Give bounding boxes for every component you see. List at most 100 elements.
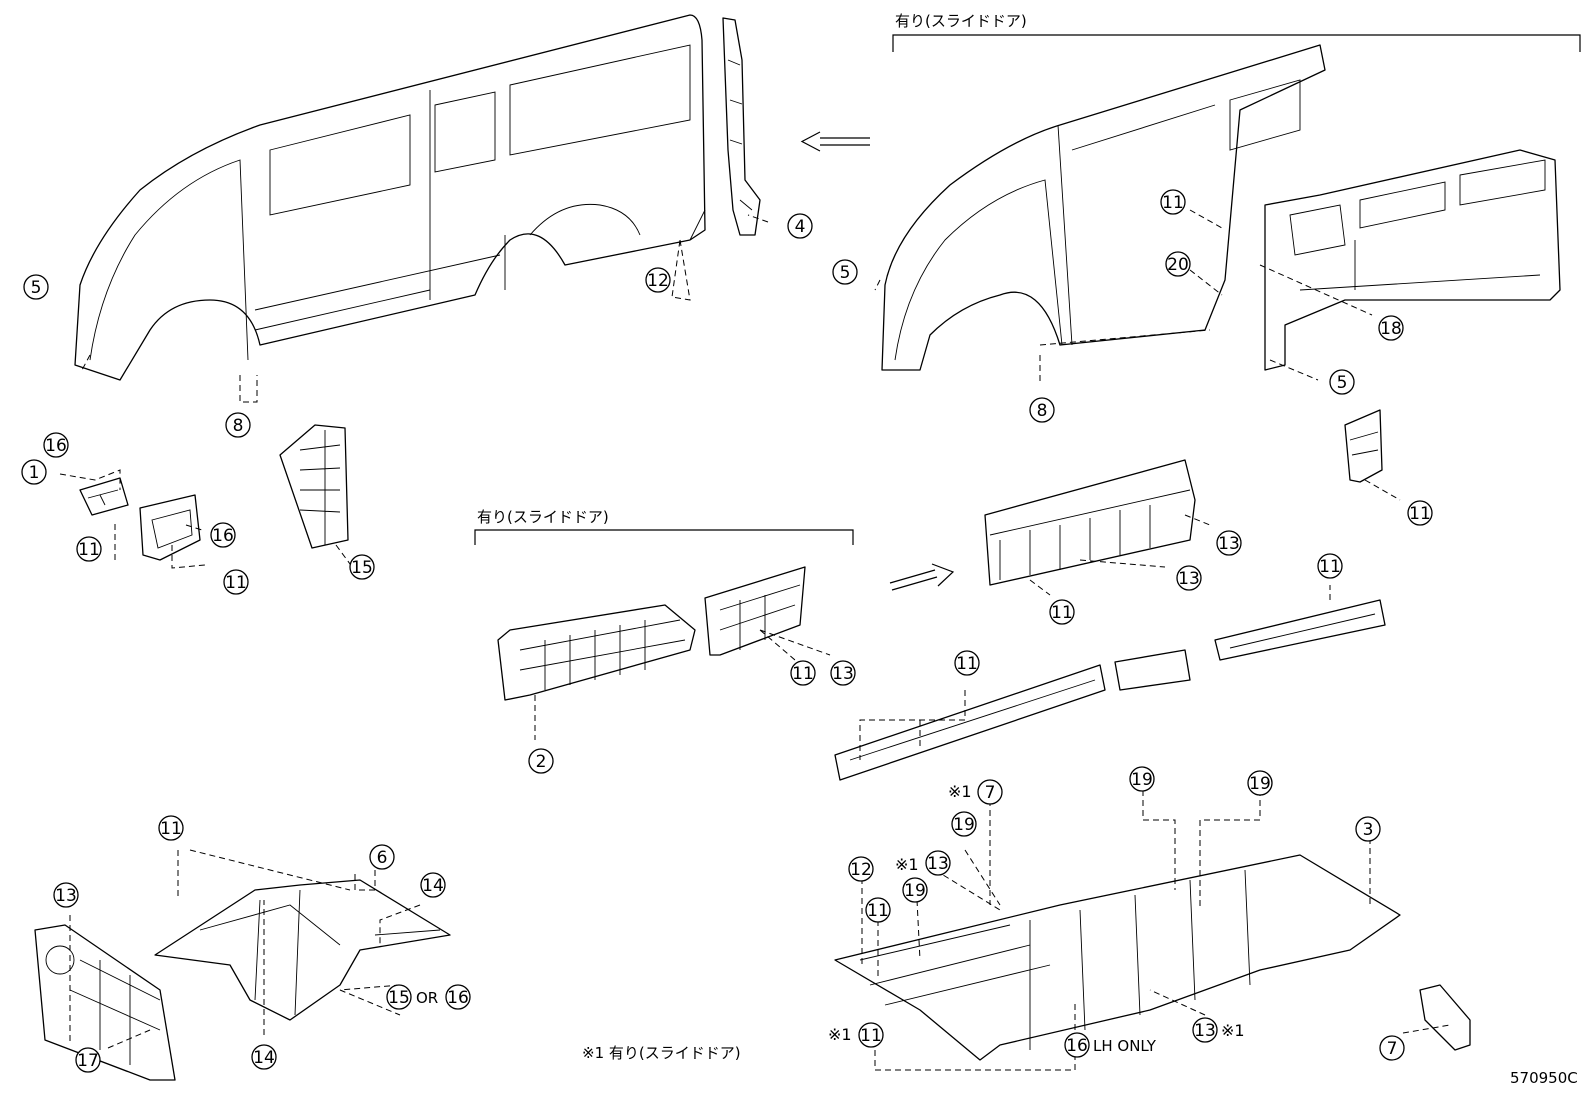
callout-11-top-right: 11 xyxy=(1160,189,1186,215)
pillar-part-4 xyxy=(722,17,761,236)
callout-11-i: 11 xyxy=(865,897,891,923)
callout-16-a: 16 xyxy=(43,432,69,458)
leader-lines xyxy=(59,209,1451,1071)
svg-text:13: 13 xyxy=(1218,534,1240,554)
callout-11-b: 11 xyxy=(223,569,249,595)
callout-16-c: 16 xyxy=(445,984,471,1010)
front-floor-part-14 xyxy=(154,879,451,1021)
pillar-part-11-right xyxy=(1344,409,1383,483)
svg-text:12: 12 xyxy=(850,860,872,880)
callout-11-d: 11 xyxy=(1049,599,1075,625)
callout-7-a: 7 xyxy=(977,779,1003,805)
callout-19-d: 19 xyxy=(902,877,928,903)
diagram-code: 570950C xyxy=(1510,1069,1578,1087)
callout-11-c: 11 xyxy=(790,660,816,686)
callout-11-g: 11 xyxy=(954,650,980,676)
member-part-11-a xyxy=(834,664,1106,781)
asterisk-7: ※1 xyxy=(948,782,972,801)
callout-20: 20 xyxy=(1165,251,1191,277)
callout-13-e: 13 xyxy=(925,850,951,876)
or-text: OR xyxy=(416,989,438,1007)
svg-text:8: 8 xyxy=(233,416,244,436)
callout-13-c: 13 xyxy=(1176,565,1202,591)
svg-text:4: 4 xyxy=(795,217,806,237)
svg-text:16: 16 xyxy=(45,436,67,456)
svg-text:7: 7 xyxy=(985,783,996,803)
svg-text:11: 11 xyxy=(1162,193,1184,213)
svg-text:13: 13 xyxy=(832,664,854,684)
callout-13-d: 13 xyxy=(53,882,79,908)
svg-text:12: 12 xyxy=(647,271,669,291)
bracket-mid xyxy=(474,529,854,545)
svg-text:11: 11 xyxy=(792,664,814,684)
callout-13-f: 13 xyxy=(1192,1017,1218,1043)
svg-text:2: 2 xyxy=(536,752,547,772)
bracket-top xyxy=(892,34,1581,52)
svg-text:13: 13 xyxy=(927,854,949,874)
svg-text:19: 19 xyxy=(953,815,975,835)
side-panel-right xyxy=(881,44,1326,371)
svg-text:16: 16 xyxy=(1066,1036,1088,1056)
callout-2: 2 xyxy=(528,748,554,774)
arrow-right xyxy=(889,563,955,591)
svg-text:16: 16 xyxy=(447,988,469,1008)
svg-text:14: 14 xyxy=(253,1048,275,1068)
callout-15-a: 15 xyxy=(349,554,375,580)
asterisk-13-f: ※1 xyxy=(1221,1021,1245,1040)
callout-4: 4 xyxy=(787,213,813,239)
svg-text:8: 8 xyxy=(1037,401,1048,421)
callout-1: 1 xyxy=(21,459,47,485)
svg-text:11: 11 xyxy=(1319,557,1341,577)
svg-text:17: 17 xyxy=(77,1051,99,1071)
svg-text:11: 11 xyxy=(160,819,182,839)
svg-text:13: 13 xyxy=(55,886,77,906)
callout-8-left: 8 xyxy=(225,412,251,438)
svg-text:3: 3 xyxy=(1363,820,1374,840)
pillar-part-15 xyxy=(279,424,349,549)
callout-5-right-b: 5 xyxy=(1329,369,1355,395)
svg-text:19: 19 xyxy=(1131,770,1153,790)
svg-text:13: 13 xyxy=(1194,1021,1216,1041)
callout-12-left: 12 xyxy=(645,267,671,293)
callout-17: 17 xyxy=(75,1047,101,1073)
svg-text:7: 7 xyxy=(1387,1039,1398,1059)
callout-6: 6 xyxy=(369,844,395,870)
svg-text:11: 11 xyxy=(1409,504,1431,524)
svg-text:20: 20 xyxy=(1167,255,1189,275)
side-panel-left xyxy=(74,14,706,381)
svg-text:11: 11 xyxy=(956,654,978,674)
svg-text:5: 5 xyxy=(840,263,851,283)
callout-16-b: 16 xyxy=(210,522,236,548)
callout-11-a: 11 xyxy=(76,536,102,562)
svg-text:5: 5 xyxy=(1337,373,1348,393)
callout-19-c: 19 xyxy=(951,811,977,837)
footnote: ※1 有り(スライドドア) xyxy=(582,1044,741,1062)
member-part-b xyxy=(1114,649,1191,691)
svg-text:11: 11 xyxy=(225,573,247,593)
rocker-part-2 xyxy=(497,604,696,701)
svg-text:14: 14 xyxy=(422,876,444,896)
arrow-left xyxy=(800,131,870,152)
callout-19-a: 19 xyxy=(1129,766,1155,792)
member-part-11-c xyxy=(1214,599,1386,661)
asterisk-13: ※1 xyxy=(895,855,919,874)
callout-13-b: 13 xyxy=(1216,530,1242,556)
callout-19-b: 19 xyxy=(1247,770,1273,796)
rear-floor-part-3 xyxy=(834,854,1401,1061)
callout-5-right-a: 5 xyxy=(832,259,858,285)
callout-7-b: 7 xyxy=(1379,1035,1405,1061)
callout-13-a: 13 xyxy=(830,660,856,686)
callout-3: 3 xyxy=(1355,816,1381,842)
bracket-part-1 xyxy=(79,477,129,516)
svg-text:16: 16 xyxy=(212,526,234,546)
lh-only-text: LH ONLY xyxy=(1093,1037,1157,1055)
panel-part-16 xyxy=(139,494,201,561)
svg-text:11: 11 xyxy=(860,1026,882,1046)
bracket-part-7 xyxy=(1419,984,1471,1051)
callout-16-d: 16 xyxy=(1064,1032,1090,1058)
svg-text:13: 13 xyxy=(1178,569,1200,589)
svg-text:18: 18 xyxy=(1380,319,1402,339)
callout-15-b: 15 xyxy=(386,984,412,1010)
